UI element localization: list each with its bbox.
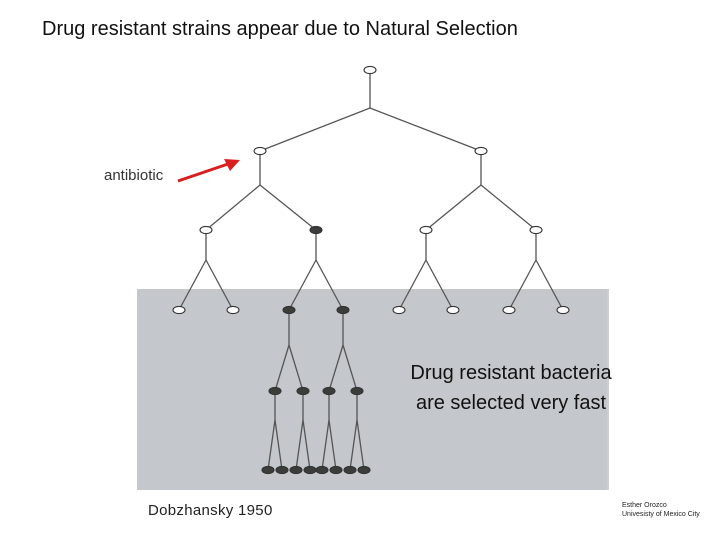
lineage-branch xyxy=(328,344,344,392)
lineage-branch xyxy=(349,419,358,471)
susceptible-bacterium-cell xyxy=(392,305,406,315)
susceptible-bacterium-cell xyxy=(253,146,267,156)
lineage-branch xyxy=(178,259,207,311)
slide-title: Drug resistant strains appear due to Nat… xyxy=(42,18,518,40)
resistant-bacterium-cell xyxy=(329,465,343,475)
lineage-branch xyxy=(356,419,365,471)
resistant-bacterium-cell xyxy=(350,386,364,396)
lineage-branch xyxy=(425,259,454,311)
lineage-branch xyxy=(205,259,234,311)
credit-affiliation: Univesisty of Mexico City xyxy=(622,511,700,518)
lineage-branch xyxy=(508,259,537,311)
credit-name: Esther Orozco xyxy=(622,502,667,509)
susceptible-bacterium-cell xyxy=(199,225,213,235)
lineage-branch xyxy=(288,259,317,311)
lineage-branch xyxy=(342,344,358,392)
antibiotic-label: antibiotic xyxy=(104,167,164,184)
lineage-branch xyxy=(205,184,261,231)
lineage-branch xyxy=(302,419,311,471)
resistant-bacterium-cell xyxy=(261,465,275,475)
resistant-bacterium-cell xyxy=(268,386,282,396)
lineage-branch xyxy=(321,419,330,471)
susceptible-bacterium-cell xyxy=(556,305,570,315)
susceptible-bacterium-cell xyxy=(172,305,186,315)
note-line-1: Drug resistant bacteria xyxy=(410,362,612,384)
resistant-bacterium-cell xyxy=(289,465,303,475)
susceptible-bacterium-cell xyxy=(474,146,488,156)
resistant-bacterium-cell xyxy=(296,386,310,396)
resistant-bacterium-cell xyxy=(282,305,296,315)
resistant-bacterium-cell xyxy=(357,465,371,475)
resistant-bacterium-cell xyxy=(309,225,323,235)
author-credit: Esther Orozco Univesisty of Mexico City xyxy=(622,501,700,519)
resistant-bacterium-cell xyxy=(275,465,289,475)
lineage-branch xyxy=(274,344,290,392)
antibiotic-arrow xyxy=(177,159,240,183)
lineage-branch xyxy=(259,184,317,231)
lineage-branch xyxy=(425,184,482,231)
lineage-branch xyxy=(295,419,304,471)
resistant-bacteria-note: Drug resistant bacteria are selected ver… xyxy=(372,358,650,418)
resistant-bacterium-cell xyxy=(343,465,357,475)
lineage-branch xyxy=(535,259,564,311)
note-line-2: are selected very fast xyxy=(415,392,607,414)
lineage-branch xyxy=(288,344,304,392)
lineage-branch xyxy=(398,259,427,311)
susceptible-bacterium-cell xyxy=(363,65,377,75)
bacterial-lineage-tree xyxy=(172,65,570,475)
lineage-branch xyxy=(369,107,482,152)
lineage-branch xyxy=(328,419,337,471)
lineage-branch xyxy=(480,184,537,231)
resistant-bacterium-cell xyxy=(303,465,317,475)
susceptible-bacterium-cell xyxy=(446,305,460,315)
susceptible-bacterium-cell xyxy=(419,225,433,235)
citation: Dobzhansky 1950 xyxy=(148,502,273,519)
lineage-branch xyxy=(259,107,371,152)
susceptible-bacterium-cell xyxy=(529,225,543,235)
resistant-bacterium-cell xyxy=(315,465,329,475)
resistant-bacterium-cell xyxy=(322,386,336,396)
lineage-branch xyxy=(267,419,276,471)
resistant-bacterium-cell xyxy=(336,305,350,315)
antibiotic-zone xyxy=(137,289,607,490)
susceptible-bacterium-cell xyxy=(502,305,516,315)
lineage-branch xyxy=(315,259,344,311)
susceptible-bacterium-cell xyxy=(226,305,240,315)
lineage-branch xyxy=(274,419,283,471)
